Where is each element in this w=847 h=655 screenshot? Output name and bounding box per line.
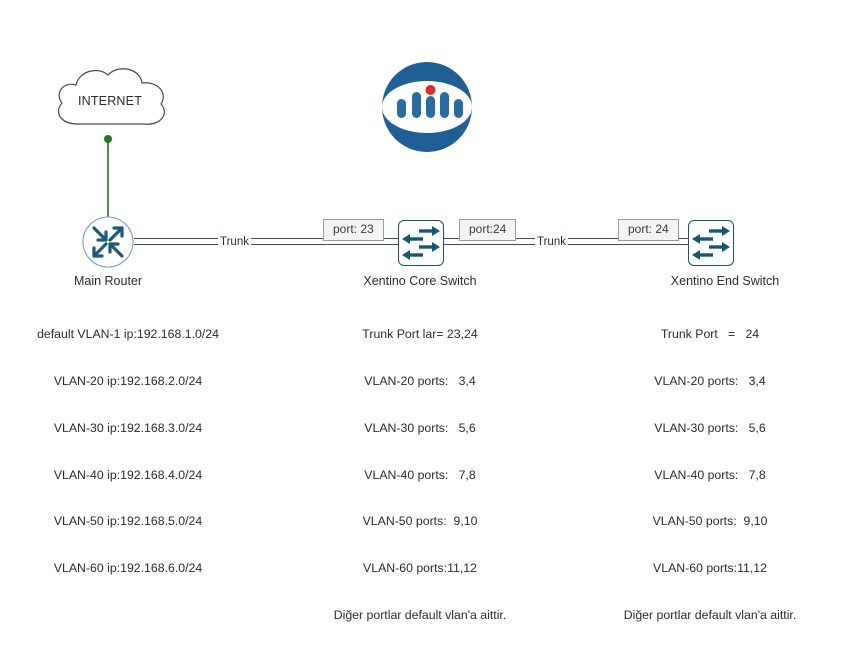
info-line: VLAN-30 ports: 5,6 <box>654 420 766 435</box>
router-caption: Main Router <box>73 274 143 288</box>
end-switch-node[interactable] <box>688 220 734 266</box>
trunk-link-router-core[interactable] <box>134 238 400 245</box>
info-line: Trunk Port = 24 <box>660 327 760 342</box>
cloud-icon <box>57 68 165 125</box>
core-switch-info-block: Trunk Port lar= 23,24 VLAN-20 ports: 3,4… <box>320 296 520 655</box>
port-badge-core-right[interactable]: port:24 <box>459 219 517 241</box>
port-badge-end-left[interactable]: port: 24 <box>618 219 679 241</box>
info-line: VLAN-40 ip:192.168.4.0/24 <box>53 467 203 482</box>
end-switch-caption: Xentino End Switch <box>670 274 780 288</box>
info-line: VLAN-30 ip:192.168.3.0/24 <box>53 420 203 435</box>
info-line: default VLAN-1 ip:192.168.1.0/24 <box>37 327 219 342</box>
xentino-logo-icon <box>382 62 472 152</box>
info-line: VLAN-50 ports: 9,10 <box>652 514 768 529</box>
router-icon <box>82 216 134 268</box>
info-line: VLAN-20 ports: 3,4 <box>364 373 476 388</box>
info-line: VLAN-30 ports: 5,6 <box>364 420 476 435</box>
trunk-label-right: Trunk <box>535 236 568 248</box>
info-line: Diğer portlar default vlan'a aittir. <box>333 607 507 622</box>
core-switch-caption: Xentino Core Switch <box>363 274 477 288</box>
end-switch-info-block: Trunk Port = 24 VLAN-20 ports: 3,4 VLAN-… <box>610 296 810 655</box>
internet-cloud-node[interactable]: INTERNET <box>48 62 172 144</box>
info-line: VLAN-40 ports: 7,8 <box>364 467 476 482</box>
info-line: VLAN-50 ip:192.168.5.0/24 <box>53 514 203 529</box>
xentino-logo <box>375 60 479 154</box>
info-line: VLAN-20 ports: 3,4 <box>654 373 766 388</box>
core-switch-node[interactable] <box>398 220 444 266</box>
info-line: VLAN-50 ports: 9,10 <box>362 514 478 529</box>
switch-icon <box>692 226 730 260</box>
router-info-block: default VLAN-1 ip:192.168.1.0/24 VLAN-20… <box>18 296 238 608</box>
router-node[interactable] <box>82 216 134 268</box>
cloud-label: INTERNET <box>77 94 143 108</box>
info-line: VLAN-40 ports: 7,8 <box>654 467 766 482</box>
port-badge-core-left[interactable]: port: 23 <box>323 219 384 241</box>
info-line: VLAN-20 ip:192.168.2.0/24 <box>53 373 203 388</box>
info-line: VLAN-60 ports:11,12 <box>653 561 767 576</box>
info-line: Trunk Port lar= 23,24 <box>362 327 478 342</box>
diagram-canvas: INTERNET Main Router Trunk <box>37 60 796 622</box>
switch-icon <box>402 226 440 260</box>
trunk-label-left: Trunk <box>218 236 251 248</box>
info-line: VLAN-60 ports:11,12 <box>363 561 477 576</box>
info-line: Diğer portlar default vlan'a aittir. <box>623 607 797 622</box>
info-line: VLAN-60 ip:192.168.6.0/24 <box>53 561 203 576</box>
